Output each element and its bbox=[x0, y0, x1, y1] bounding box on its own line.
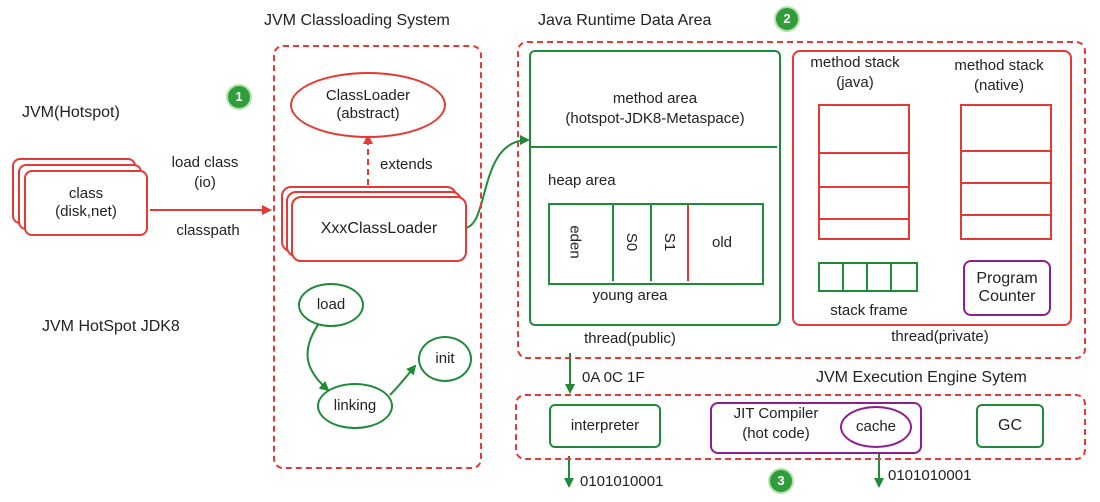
native-stack-line-3 bbox=[960, 214, 1052, 216]
runtime-data-area-region bbox=[517, 41, 1086, 359]
classloading-title: JVM Classloading System bbox=[264, 12, 450, 29]
native-stack-line-2 bbox=[960, 182, 1052, 184]
load-label: load bbox=[316, 296, 346, 313]
load-class-label: load class bbox=[171, 154, 239, 171]
badge-3: 3 bbox=[768, 468, 794, 494]
execution-title: JVM Execution Engine Sytem bbox=[816, 369, 1027, 386]
linking-node: linking bbox=[317, 383, 393, 429]
stack-frame bbox=[818, 262, 918, 292]
classloader-abstract-node: ClassLoader (abstract) bbox=[290, 72, 446, 138]
classloading-system-region bbox=[273, 45, 482, 469]
native-stack-line-1 bbox=[960, 150, 1052, 152]
method-stack-native-sub: (native) bbox=[973, 77, 1025, 94]
old-label: old bbox=[712, 234, 733, 251]
linking-to-init-arrow bbox=[389, 364, 417, 396]
execution-engine-region bbox=[515, 394, 1086, 460]
interpreter-label: interpreter bbox=[570, 417, 640, 434]
gc-node: GC bbox=[976, 404, 1044, 448]
init-node: init bbox=[418, 336, 472, 382]
classloader-abstract-label: (abstract) bbox=[336, 105, 400, 122]
classpath-label: classpath bbox=[176, 222, 240, 239]
young-area-label: young area bbox=[592, 287, 668, 304]
gc-label: GC bbox=[998, 417, 1022, 434]
java-stack bbox=[818, 104, 910, 240]
program-label: Program bbox=[976, 270, 1038, 287]
eden-label: eden bbox=[566, 225, 584, 259]
s0-label: S0 bbox=[623, 232, 641, 252]
heap-generations bbox=[548, 203, 764, 285]
class-source-box: class (disk,net) bbox=[24, 170, 148, 236]
badge-1: 1 bbox=[226, 84, 252, 110]
method-stack-java-sub: (java) bbox=[836, 74, 874, 91]
jvm-hotspot-label: JVM(Hotspot) bbox=[22, 104, 120, 121]
native-stack bbox=[960, 104, 1052, 240]
bytecode-label: 0A 0C 1F bbox=[582, 369, 645, 386]
jit-compiler-label: JIT Compiler bbox=[733, 405, 819, 422]
badge-2: 2 bbox=[774, 6, 800, 32]
method-stack-native-label: method stack bbox=[954, 57, 1044, 74]
binary-output-left: 0101010001 bbox=[580, 473, 664, 490]
stack-frame-cell-3 bbox=[890, 264, 892, 290]
metaspace-label: (hotspot-JDK8-Metaspace) bbox=[565, 110, 745, 127]
runtime-title: Java Runtime Data Area bbox=[538, 12, 712, 29]
class-source-label: (disk,net) bbox=[55, 203, 117, 220]
cache-label: cache bbox=[855, 418, 897, 435]
s1-old-divider bbox=[687, 205, 689, 281]
thread-public-label: thread(public) bbox=[584, 330, 676, 347]
binary-output-right: 0101010001 bbox=[888, 467, 972, 484]
linking-label: linking bbox=[333, 397, 377, 414]
s1-label: S1 bbox=[661, 232, 679, 252]
stack-frame-cell-1 bbox=[842, 264, 844, 290]
java-stack-line-2 bbox=[818, 186, 910, 188]
s0-s1-divider bbox=[650, 205, 652, 281]
init-label: init bbox=[435, 350, 455, 367]
stack-frame-label: stack frame bbox=[830, 302, 908, 319]
java-stack-line-3 bbox=[818, 218, 910, 220]
io-label: (io) bbox=[194, 174, 216, 191]
thread-private-label: thread(private) bbox=[891, 328, 989, 345]
cache-node: cache bbox=[840, 406, 912, 448]
extends-label: extends bbox=[380, 156, 433, 173]
classloader-label: ClassLoader bbox=[325, 87, 411, 104]
to-method-area-arrow bbox=[464, 135, 530, 229]
stack-frame-cell-2 bbox=[866, 264, 868, 290]
method-stack-java-label: method stack bbox=[810, 54, 900, 71]
method-area-divider bbox=[531, 146, 777, 148]
xxx-classloader-label: XxxClassLoader bbox=[320, 220, 438, 237]
eden-s0-divider bbox=[612, 205, 614, 281]
method-area-label: method area bbox=[612, 90, 698, 107]
load-node: load bbox=[298, 283, 364, 327]
java-stack-line-1 bbox=[818, 152, 910, 154]
load-to-linking-arrow bbox=[306, 321, 330, 392]
heap-area-label: heap area bbox=[548, 172, 616, 189]
hot-code-label: (hot code) bbox=[742, 425, 810, 442]
class-label: class bbox=[68, 185, 104, 202]
xxx-classloader-node: XxxClassLoader bbox=[291, 196, 467, 262]
program-counter: Program Counter bbox=[963, 260, 1051, 316]
interpreter-node: interpreter bbox=[549, 404, 661, 448]
jvm-hotspot-jdk8-label: JVM HotSpot JDK8 bbox=[42, 318, 180, 335]
counter-label: Counter bbox=[978, 288, 1036, 305]
